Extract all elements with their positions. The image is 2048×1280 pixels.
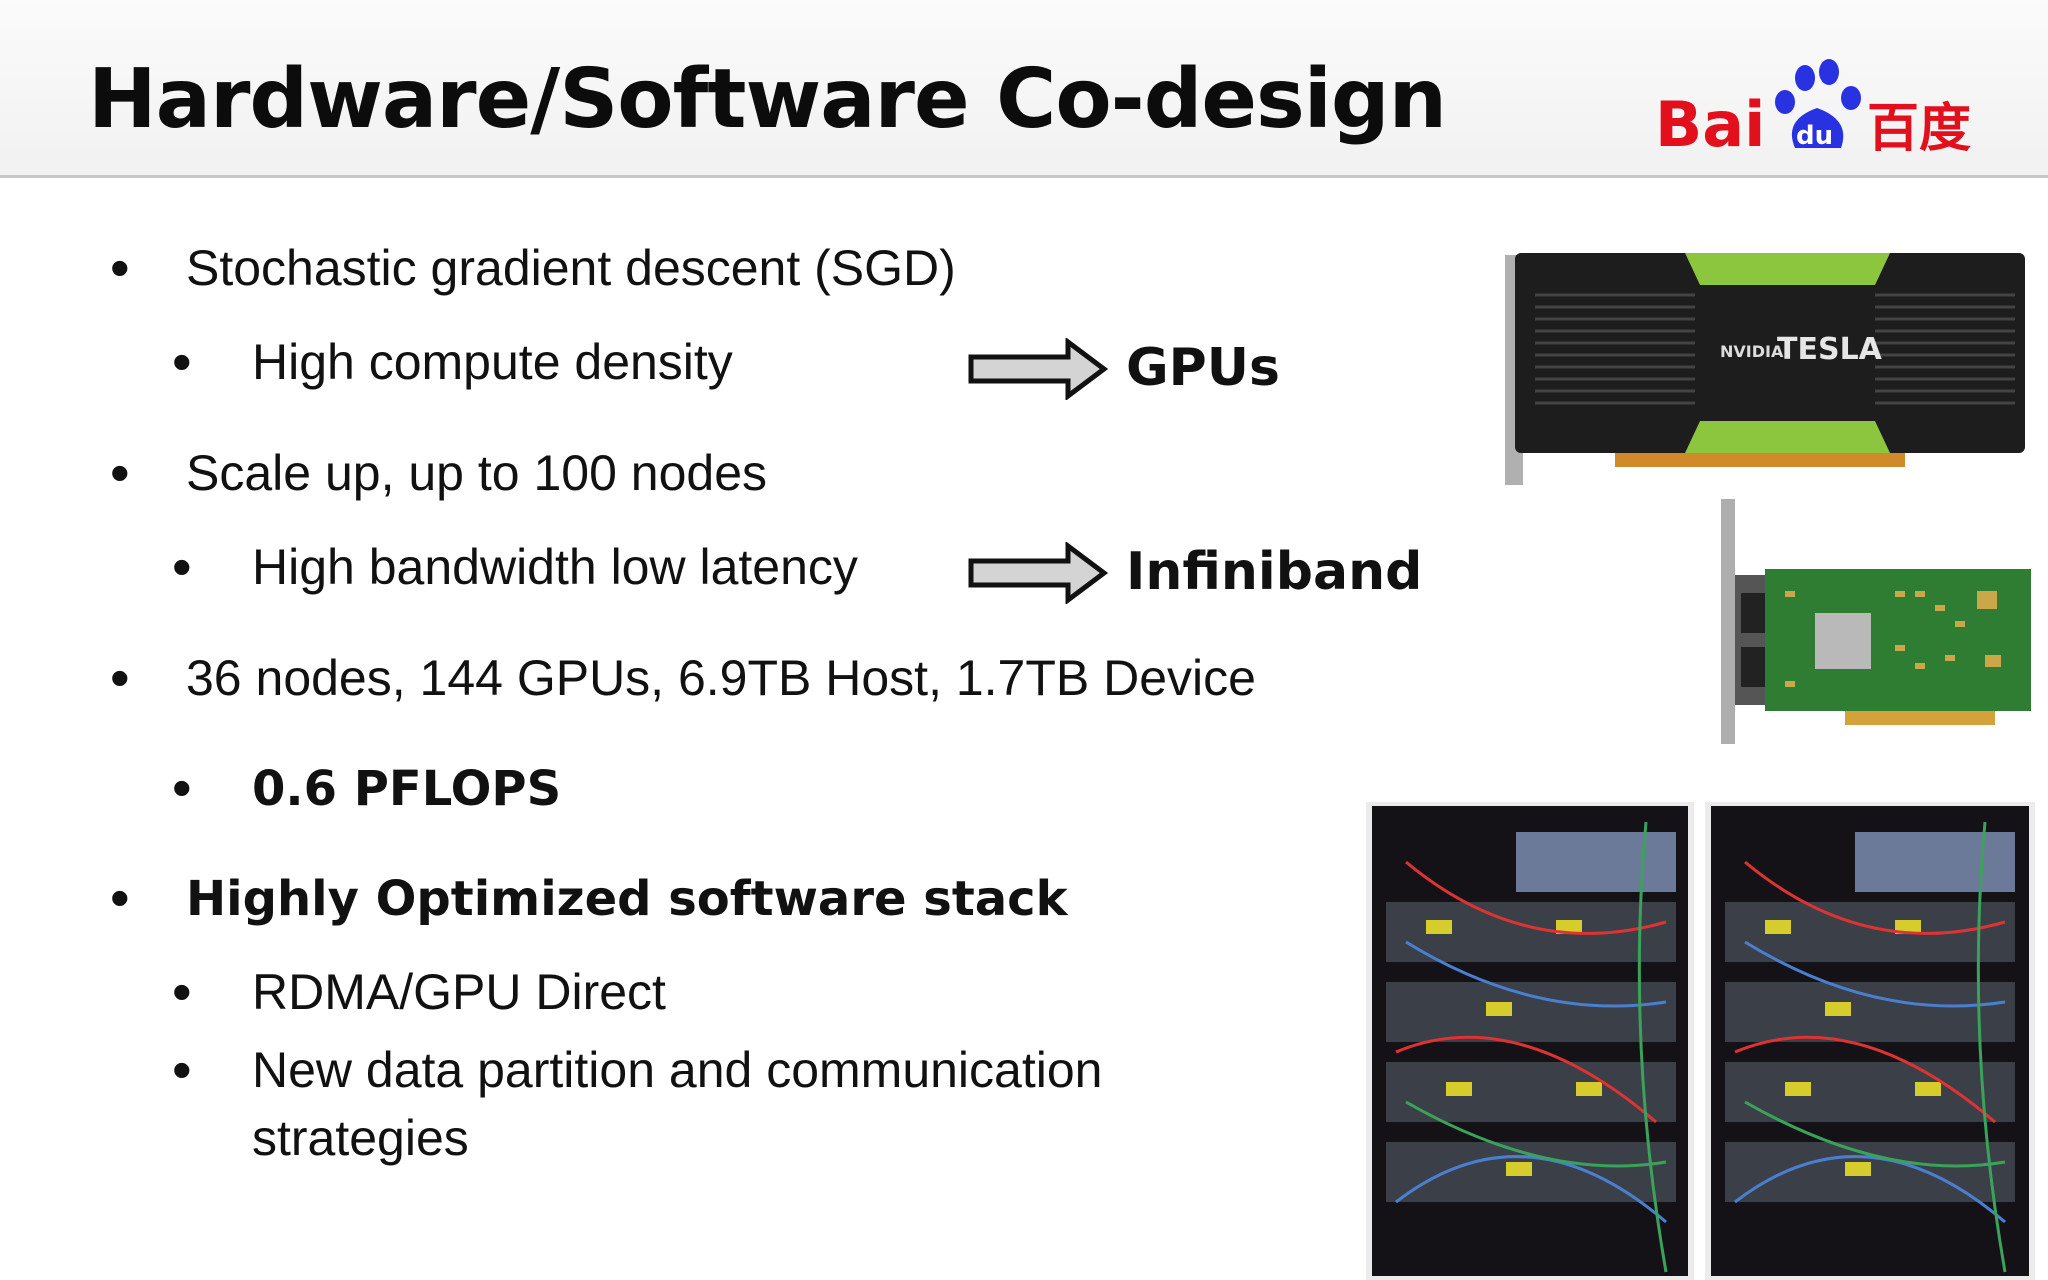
logo-text-chinese: 百度 (1867, 99, 1971, 158)
bullet-dot: • (110, 236, 130, 299)
logo-text-bai: Bai (1655, 88, 1765, 158)
bullet-text: Stochastic gradient descent (SGD) (186, 240, 956, 296)
arrow-right-icon (968, 338, 1108, 400)
bullet-data-partition-cont: strategies (252, 1108, 469, 1168)
bullet-sgd: • Stochastic gradient descent (SGD) (110, 238, 956, 298)
slide-title: Hardware/Software Co-design (88, 52, 1447, 147)
infiniband-card-image (1721, 499, 2031, 744)
slide-header (0, 0, 2048, 178)
bullet-text: Scale up, up to 100 nodes (186, 445, 768, 501)
bullet-dot: • (110, 441, 130, 504)
bullet-dot: • (172, 535, 192, 598)
bullet-text: strategies (252, 1110, 469, 1166)
bullet-text: High compute density (252, 334, 733, 390)
bullet-bandwidth: • High bandwidth low latency (172, 537, 858, 597)
bullet-dot: • (110, 866, 130, 929)
arrow-right-icon (968, 542, 1108, 604)
bullet-data-partition: • New data partition and communication (172, 1040, 1103, 1100)
bullet-compute-density: • High compute density (172, 332, 733, 392)
logo-text-du: du (1796, 121, 1833, 151)
bullet-text: High bandwidth low latency (252, 539, 858, 595)
server-rack-photo (1366, 802, 1694, 1280)
bullet-nodes: • 36 nodes, 144 GPUs, 6.9TB Host, 1.7TB … (110, 648, 1256, 708)
paw-icon (1775, 59, 1861, 148)
gpu-brand: NVIDIA (1720, 342, 1784, 361)
bullet-dot: • (172, 1038, 192, 1101)
bullet-text: Highly Optimized software stack (186, 871, 1068, 927)
bullet-pflops: • 0.6 PFLOPS (172, 758, 562, 819)
bullet-dot: • (172, 756, 192, 819)
bullet-software-stack: • Highly Optimized software stack (110, 868, 1068, 929)
bullet-scale-up: • Scale up, up to 100 nodes (110, 443, 768, 503)
bullet-text: New data partition and communication (252, 1042, 1103, 1098)
bullet-dot: • (110, 646, 130, 709)
bullet-text: RDMA/GPU Direct (252, 964, 666, 1020)
bullet-text: 36 nodes, 144 GPUs, 6.9TB Host, 1.7TB De… (186, 650, 1256, 706)
gpu-model: TESLA (1777, 332, 1883, 367)
arrow-target-infiniband: Infiniband (1126, 542, 1423, 602)
arrow-target-gpus: GPUs (1126, 338, 1280, 398)
bullet-text: 0.6 PFLOPS (252, 761, 562, 817)
baidu-logo: Bai du 百度 (1655, 59, 1971, 158)
server-rack-photo (1705, 802, 2035, 1280)
bullet-dot: • (172, 330, 192, 393)
gpu-card-image: NVIDIA TESLA (1505, 253, 2025, 485)
bullet-rdma: • RDMA/GPU Direct (172, 962, 666, 1022)
bullet-dot: • (172, 960, 192, 1023)
